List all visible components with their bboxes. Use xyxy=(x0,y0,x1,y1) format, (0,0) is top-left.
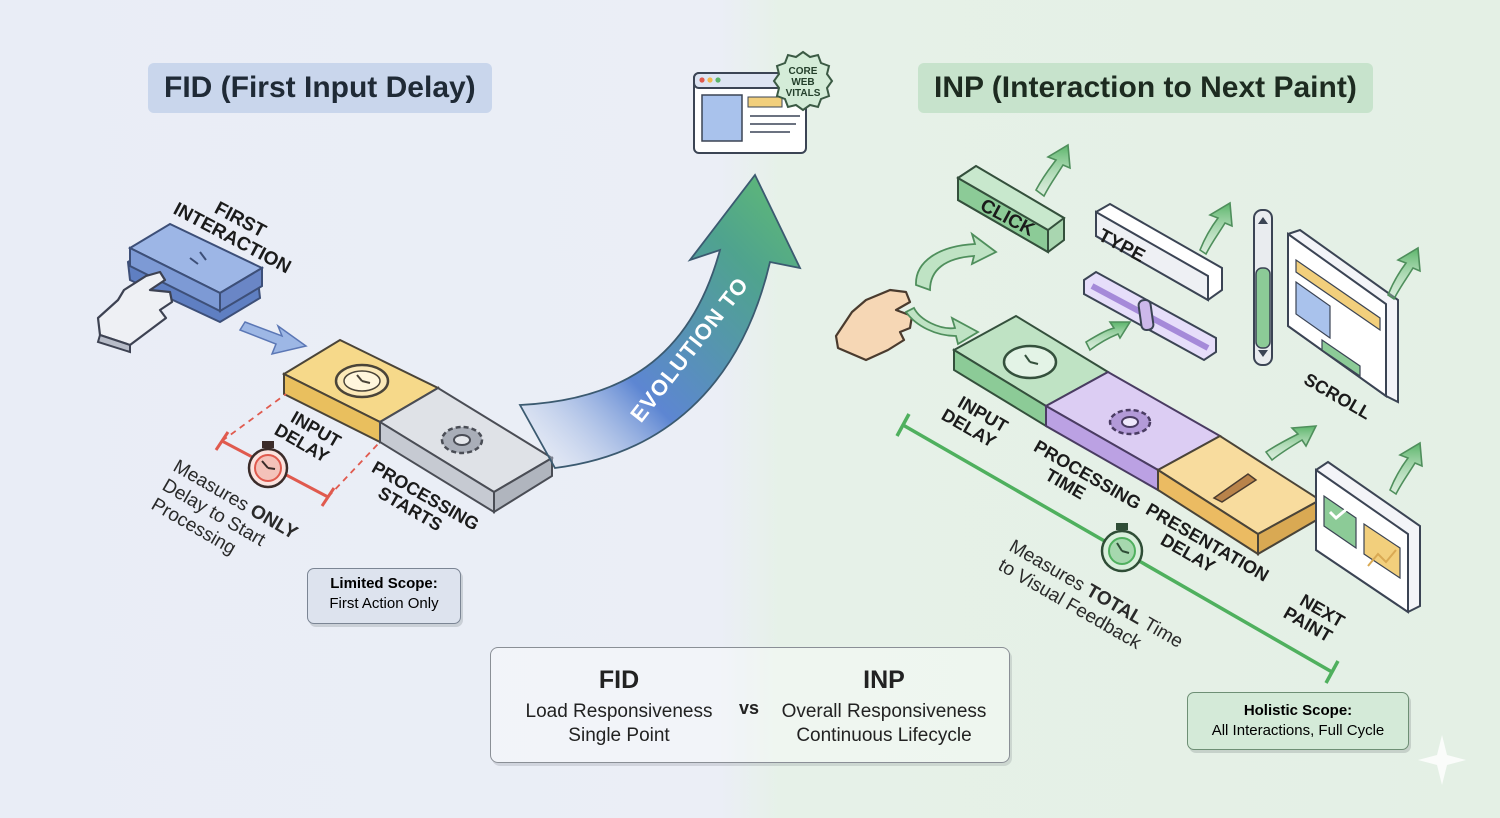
core-web-vitals-badge xyxy=(772,50,834,112)
pointing-hand-icon xyxy=(96,270,174,354)
badge-line3: VITALS xyxy=(785,88,821,99)
feedback-up-arrows xyxy=(1034,143,1423,496)
interaction-loop-arrows xyxy=(904,231,998,346)
fid-scope-box: Limited Scope: First Action Only xyxy=(307,568,461,624)
fid-title: FID (First Input Delay) xyxy=(148,63,492,113)
inp-scope-title: Holistic Scope: xyxy=(1243,702,1353,719)
fid-scope-title: Limited Scope: xyxy=(330,575,438,592)
slider-shape xyxy=(1083,270,1217,362)
fid-scope-text: First Action Only xyxy=(329,595,439,613)
sparkle-icon xyxy=(1418,735,1466,785)
comparison-inp-column: INP Overall Responsiveness Continuous Li… xyxy=(769,664,999,749)
comparison-inp-head: INP xyxy=(863,666,905,694)
comparison-fid-line1: Load Responsiveness xyxy=(525,700,713,722)
inp-total-measure-line xyxy=(895,413,1340,684)
badge-line2: WEB xyxy=(791,77,815,88)
interacting-hand-icon xyxy=(834,288,914,362)
inp-input-delay-block xyxy=(952,314,1110,428)
inp-scope-text: All Interactions, Full Cycle xyxy=(1211,722,1385,740)
inp-title: INP (Interaction to Next Paint) xyxy=(918,63,1373,113)
comparison-box: FID Load Responsiveness Single Point vs … xyxy=(490,647,1010,763)
comparison-fid-head: FID xyxy=(598,666,640,694)
type-field-shape xyxy=(1095,202,1223,302)
first-interaction-button-shape xyxy=(126,222,265,324)
badge-line1: CORE xyxy=(788,66,818,77)
inp-scope-box: Holistic Scope: All Interactions, Full C… xyxy=(1187,692,1409,750)
next-paint-browser-window xyxy=(1315,460,1421,614)
comparison-vs: vs xyxy=(739,698,760,718)
comparison-fid-column: FID Load Responsiveness Single Point xyxy=(519,664,719,749)
comparison-inp-line1: Overall Responsiveness xyxy=(781,700,987,722)
inp-presentation-delay-block xyxy=(1156,434,1322,556)
core-web-vitals-browser-icon xyxy=(693,72,807,154)
processing-starts-block xyxy=(378,386,554,514)
flow-arrow-icon xyxy=(238,321,308,356)
scroll-browser-window xyxy=(1287,228,1399,404)
core-web-vitals-badge-label: CORE WEB VITALS xyxy=(784,66,822,99)
evolution-arrow xyxy=(518,173,802,469)
click-button-shape xyxy=(956,164,1066,254)
scrollbar-shape xyxy=(1253,209,1273,366)
comparison-inp-line2: Continuous Lifecycle xyxy=(796,725,972,747)
comparison-fid-line2: Single Point xyxy=(568,725,670,747)
input-delay-measure-bracket xyxy=(214,393,379,507)
